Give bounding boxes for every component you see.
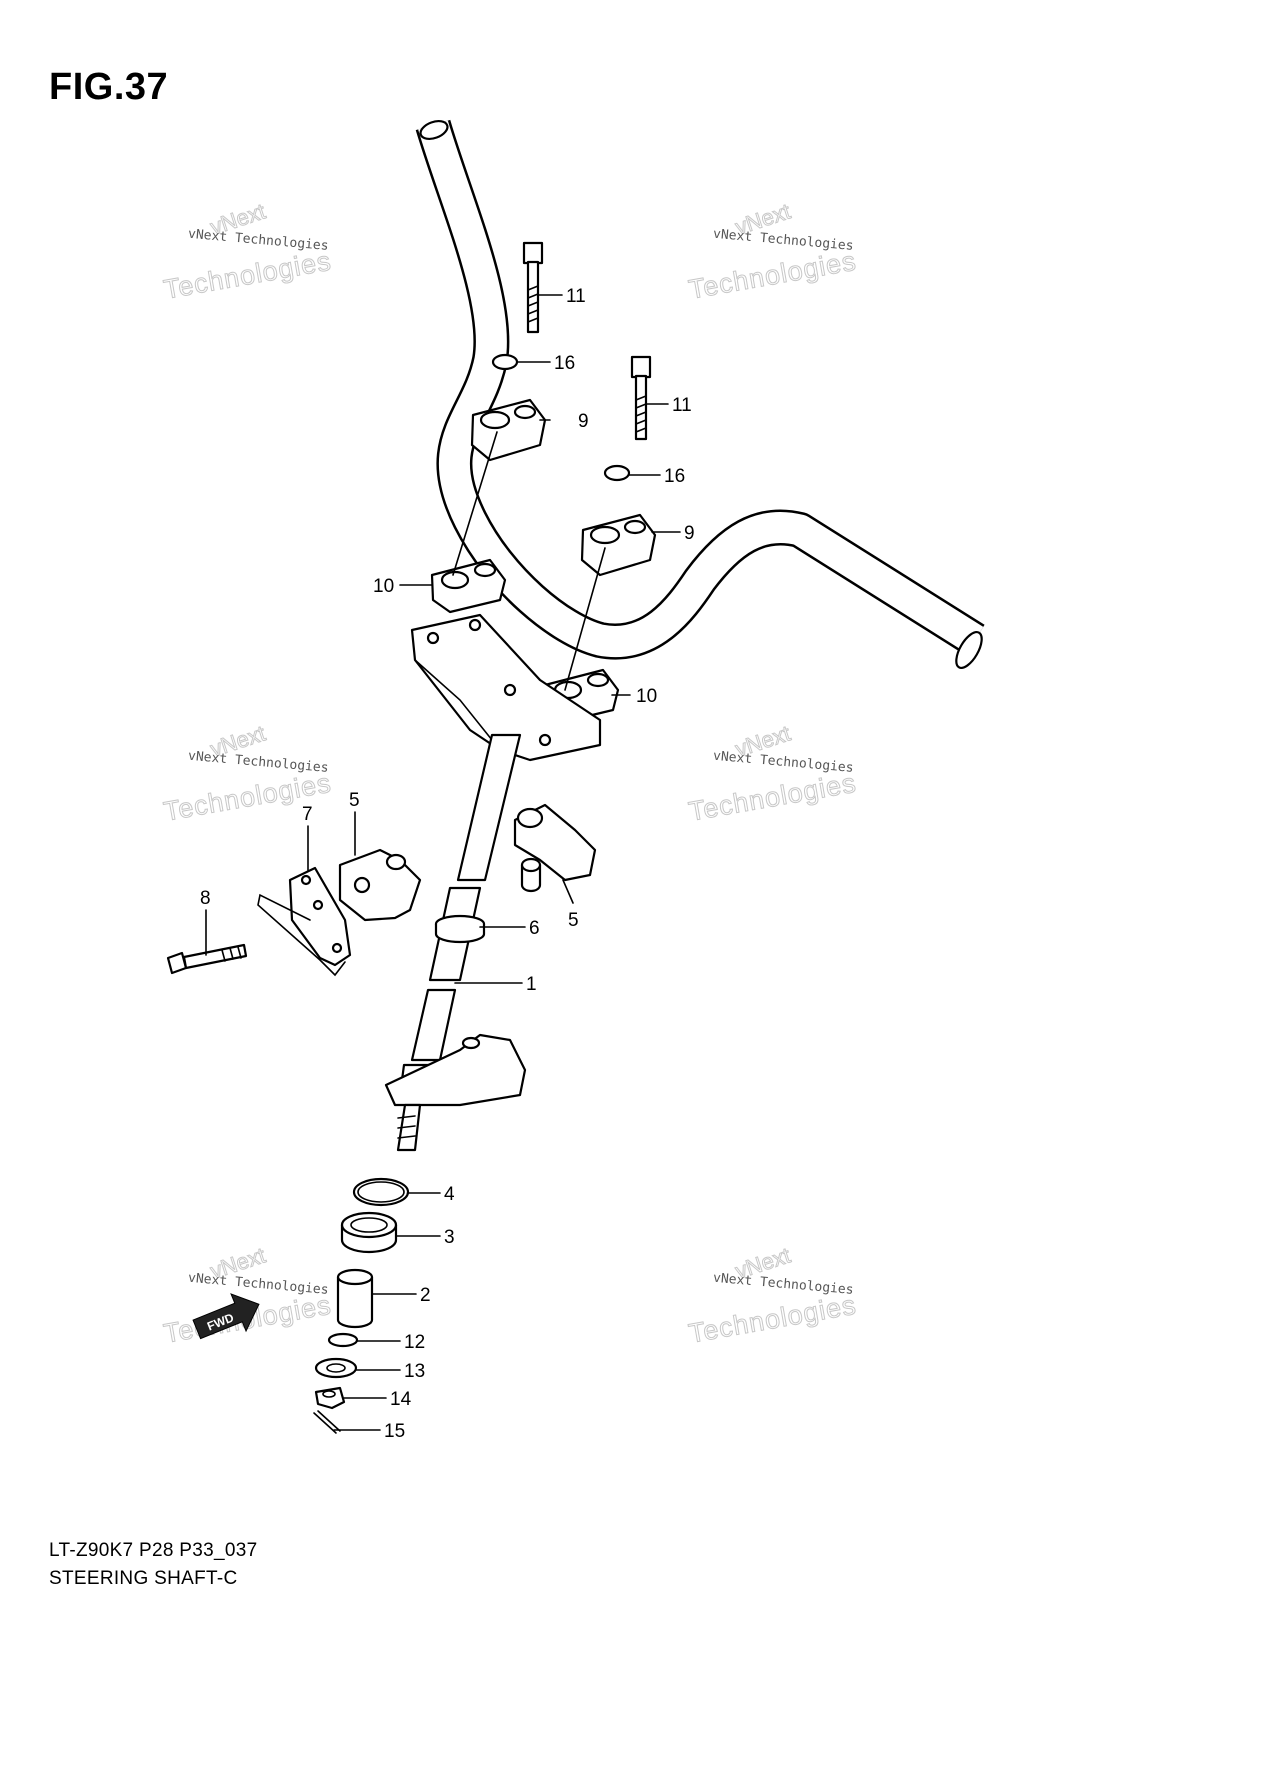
figure-title: FIG.37 [49, 66, 169, 108]
holder-9-left [470, 398, 547, 462]
nut-14 [314, 1386, 346, 1410]
washer-16-right [603, 464, 631, 482]
callout-16-left: 16 [554, 353, 575, 374]
watermark-mid-right: vNext vNext Technologies Technologies [686, 720, 859, 827]
bush-2 [336, 1268, 374, 1329]
callout-15: 15 [384, 1421, 405, 1442]
seal-3 [340, 1211, 398, 1254]
o-ring-4 [352, 1177, 410, 1207]
holder-10-left [430, 558, 507, 614]
watermark-word: Technologies [686, 246, 858, 305]
callout-14: 14 [390, 1389, 412, 1410]
bolt-11-left [522, 241, 544, 334]
part-name: STEERING SHAFT-C [49, 1568, 238, 1589]
bush-6 [434, 914, 486, 944]
watermark-word: Technologies [686, 768, 858, 827]
o-ring-4-inner [357, 1181, 405, 1203]
callout-7: 7 [302, 804, 313, 825]
callout-4: 4 [444, 1184, 455, 1205]
watermark-top-right: vNext vNext Technologies Technologies [686, 198, 859, 305]
holder-5-right [513, 803, 597, 893]
washer-13 [314, 1357, 358, 1379]
callout-9-left: 9 [578, 411, 589, 432]
watermark-top-left: vNext vNext Technologies Technologies [161, 198, 334, 305]
callout-2: 2 [420, 1285, 431, 1306]
bolt-11-right [630, 355, 652, 441]
callout-5-right: 5 [568, 910, 579, 931]
guide-lines [452, 431, 606, 691]
callout-13: 13 [404, 1361, 425, 1382]
holder-5-left [338, 848, 422, 922]
callout-16-right: 16 [664, 466, 685, 487]
bolt-8 [166, 943, 248, 975]
callout-11-right: 11 [672, 395, 692, 416]
callout-3: 3 [444, 1227, 455, 1248]
callout-12: 12 [404, 1332, 425, 1353]
callout-9-right: 9 [684, 523, 695, 544]
washer-16-left [491, 353, 519, 371]
fwd-arrow: FWD [192, 1293, 260, 1340]
callout-5-left: 5 [349, 790, 360, 811]
watermark-word: Technologies [161, 246, 333, 305]
leader-lines [205, 294, 681, 1431]
handlebar [415, 119, 985, 669]
callout-10-left: 10 [373, 576, 394, 597]
cotter-pin-15 [313, 1410, 341, 1434]
plate-7 [257, 866, 352, 977]
callout-labels: 11 16 9 11 16 9 10 10 7 5 5 8 6 1 4 3 2 … [200, 286, 695, 1442]
callout-8: 8 [200, 888, 211, 909]
callout-1: 1 [526, 974, 537, 995]
upper-bracket [410, 613, 602, 762]
callout-6: 6 [529, 918, 540, 939]
washer-13-hole [326, 1363, 346, 1373]
watermark-bottom-right: vNext vNext Technologies Technologies [686, 1242, 859, 1349]
holder-9-right [580, 513, 657, 577]
callout-10-right: 10 [636, 686, 657, 707]
washer-12 [327, 1332, 359, 1348]
watermark-bottom-left: vNext vNext Technologies Technologies [161, 1242, 334, 1349]
watermark-word: Technologies [686, 1290, 858, 1349]
callout-11-left: 11 [566, 286, 586, 307]
model-code: LT-Z90K7 P28 P33_037 [49, 1540, 258, 1561]
